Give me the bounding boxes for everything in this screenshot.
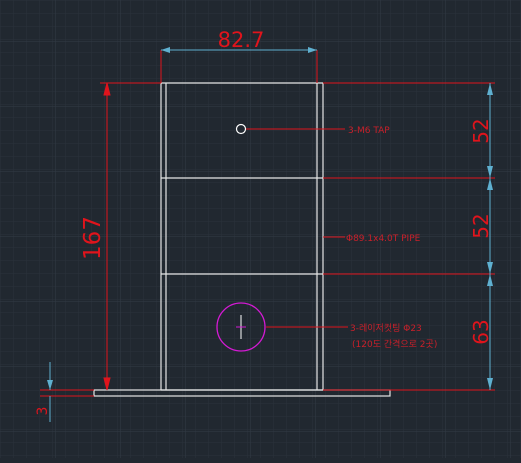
overall-height-dimension-label: 167: [80, 216, 106, 260]
tap-note: 3-M6 TAP: [348, 126, 390, 136]
segment-middle-dimension-label: 52: [469, 213, 493, 238]
width-dimension-label: 82.7: [218, 28, 265, 52]
laser-cut-hole: [216, 302, 266, 352]
dimension-lines: [40, 47, 495, 422]
tap-hole-circle: [235, 123, 247, 135]
segment-top-dimension-label: 52: [469, 118, 493, 143]
base-plate: [93, 389, 391, 397]
hole-note-line2: (120도 간격으로 2곳): [352, 338, 437, 350]
base-thickness-dimension-label: 3: [35, 407, 51, 416]
segment-bottom-dimension-label: 63: [469, 319, 493, 344]
pipe-note: Φ89.1x4.0T PIPE: [346, 234, 421, 244]
hole-note-line1: 3-레이저컷팅 Φ23: [350, 323, 422, 334]
